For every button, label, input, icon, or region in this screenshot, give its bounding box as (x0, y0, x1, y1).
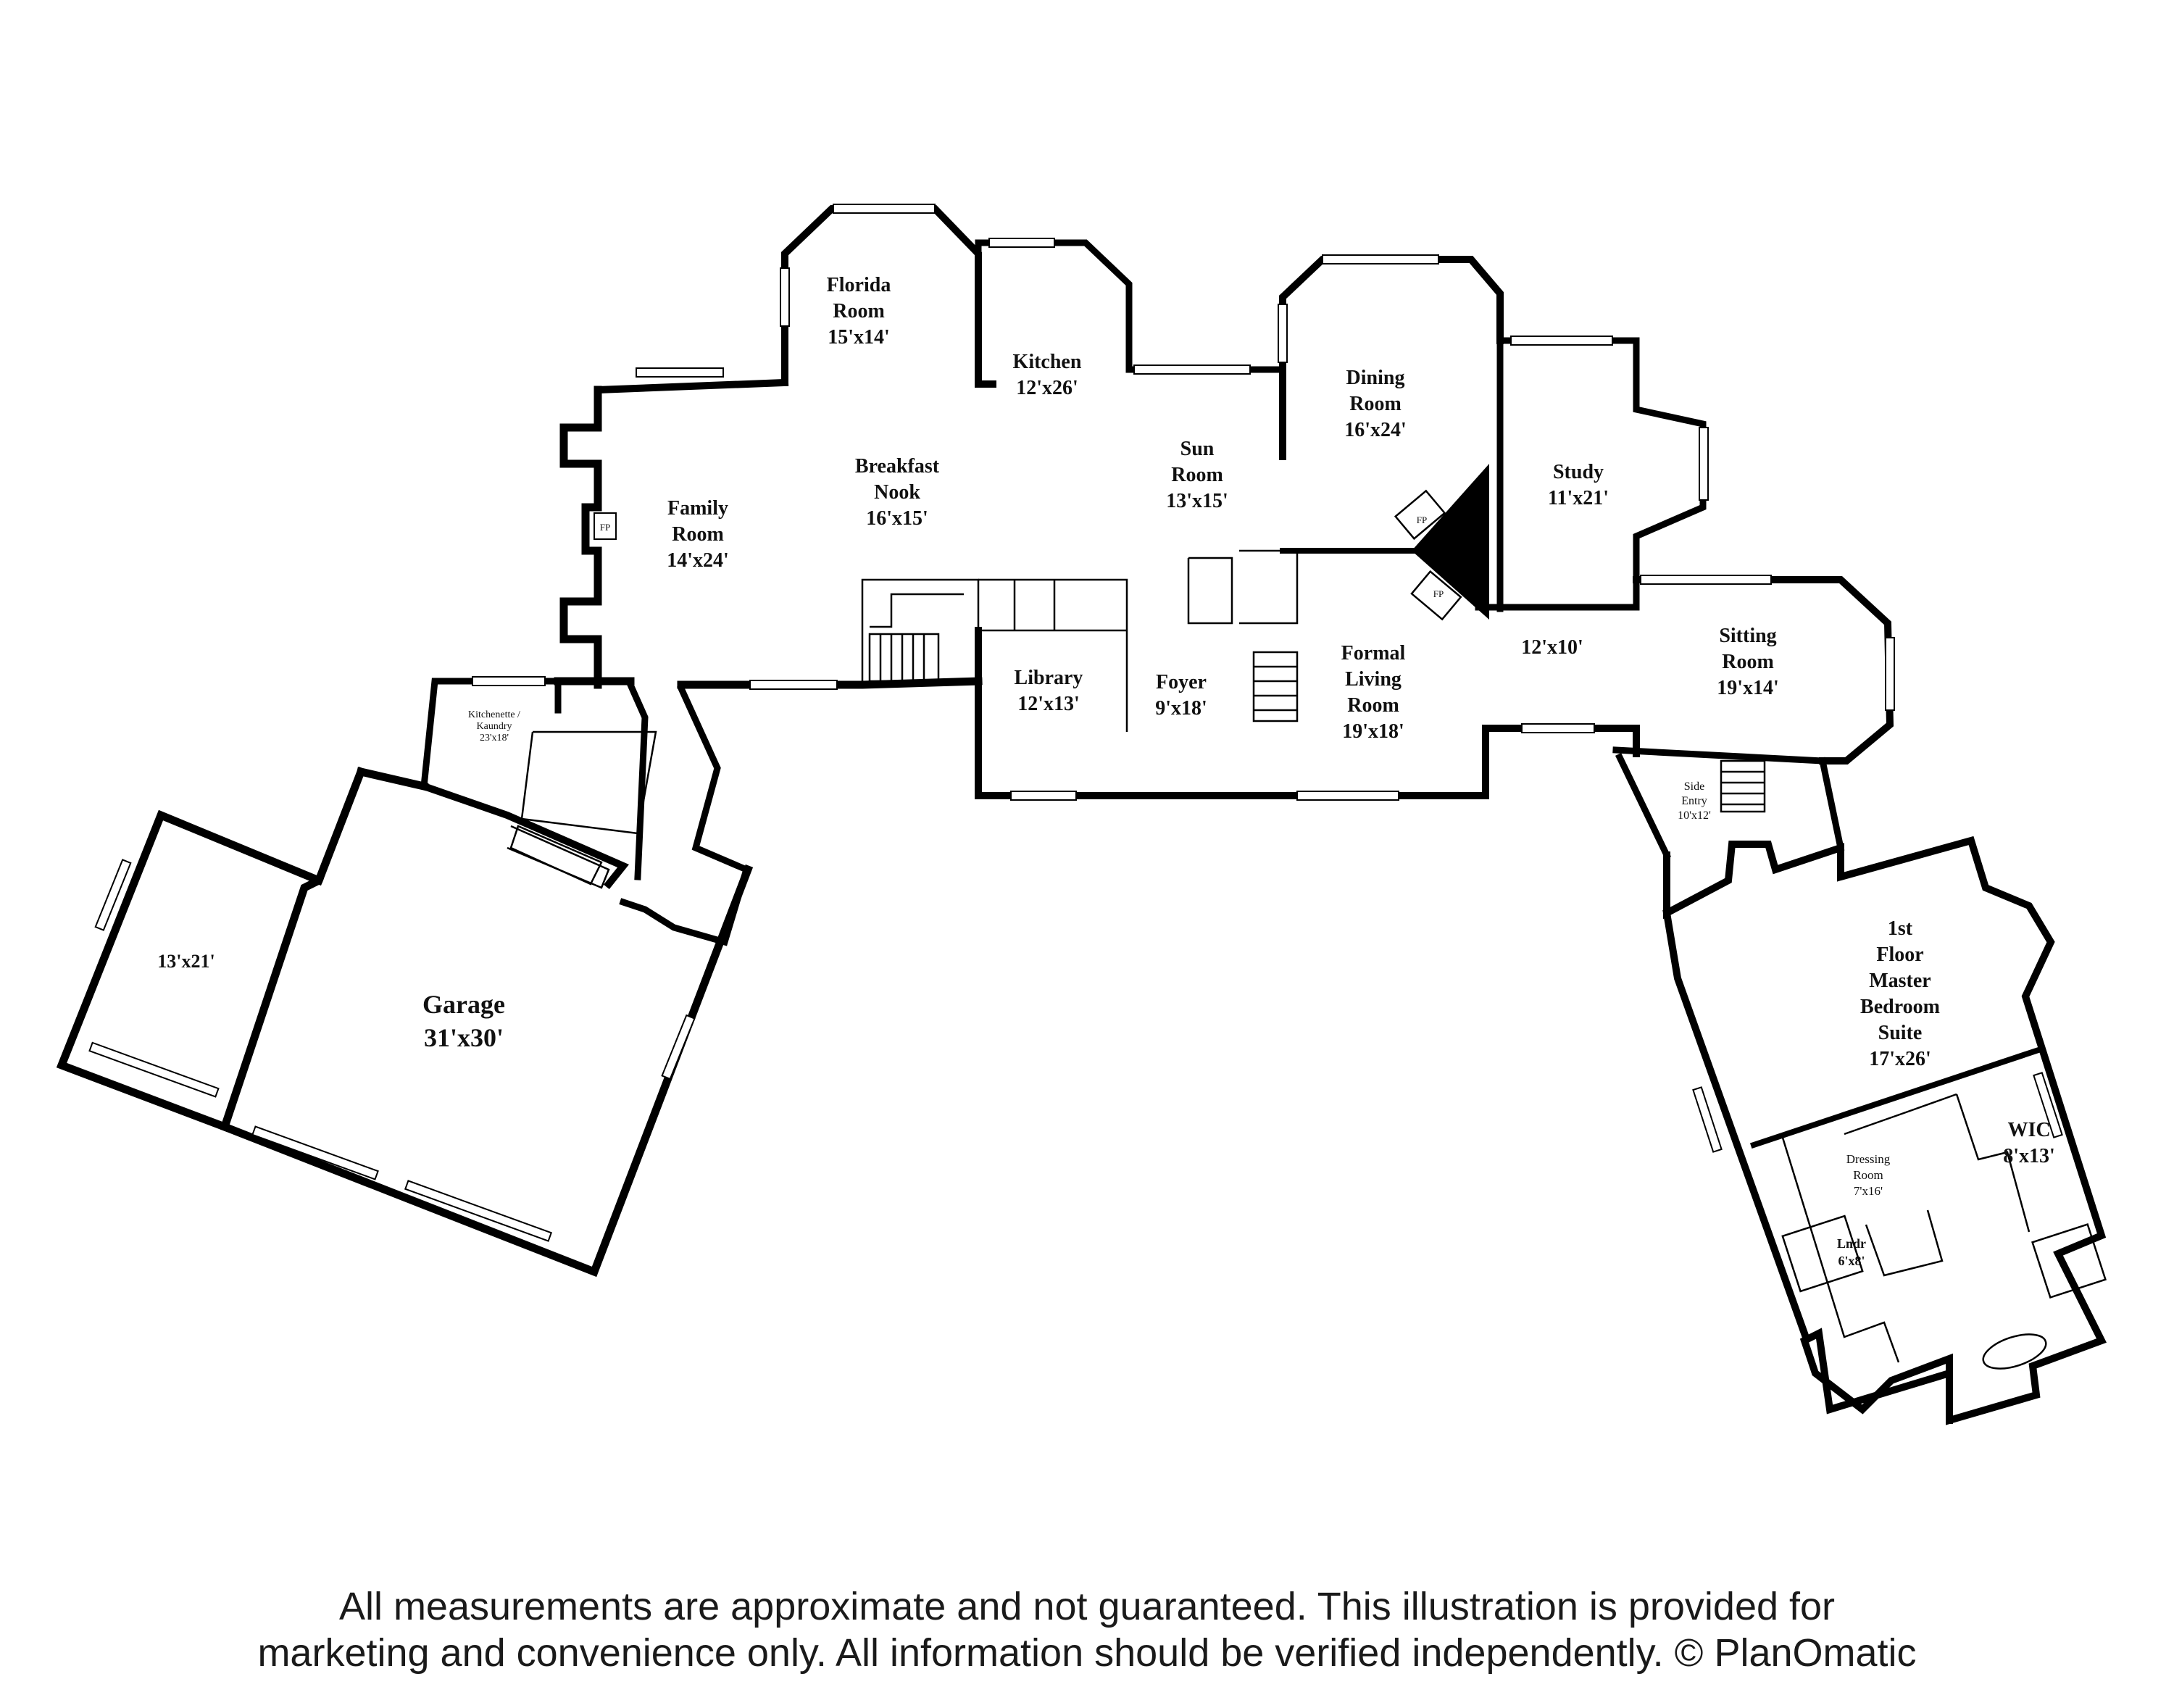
foyer-label: Foyer (1156, 671, 1207, 693)
sitting-room-label: Sitting (1719, 625, 1776, 647)
wic-label: WIC (2007, 1119, 2050, 1141)
dining-room-name-2: Room (1349, 393, 1402, 415)
formal-living-room-label: Formal (1341, 642, 1406, 665)
workshop-size: 13'x21' (157, 951, 215, 972)
florida-room-name-2: Room (833, 300, 885, 322)
sitting-room-size: 19'x14' (1717, 677, 1779, 699)
master-suite-name-2: Floor (1876, 943, 1923, 966)
side-entry-label: Side (1684, 780, 1704, 793)
breakfast-nook-name-2: Nook (874, 481, 920, 504)
study-label: Study (1553, 461, 1604, 483)
side-entry-name-2: Entry (1681, 795, 1707, 807)
library-label: Library (1015, 667, 1083, 689)
side-entry-size: 10'x12' (1678, 809, 1711, 822)
stairs (509, 633, 1766, 886)
garage-label: Garage (422, 990, 505, 1019)
family-room-fireplace-label: FP (600, 522, 610, 533)
dining-room-size: 16'x24' (1344, 419, 1407, 441)
study-fireplace-label-1: FP (1417, 515, 1427, 525)
laundry-size: 6'x8' (1838, 1254, 1865, 1268)
dressing-room-label: Dressing (1846, 1152, 1891, 1166)
kitchenette-size: 23'x18' (480, 733, 509, 743)
florida-room-size: 15'x14' (828, 326, 890, 349)
sun-room-label: Sun (1180, 438, 1215, 460)
master-suite-size: 17'x26' (1869, 1048, 1931, 1070)
kitchen-size: 12'x26' (1016, 377, 1078, 399)
garage-size: 31'x30' (424, 1023, 504, 1052)
master-suite-name-3: Master (1869, 970, 1931, 992)
study-fireplace-label-2: FP (1433, 588, 1444, 599)
kitchenette-label: Kitchenette / (468, 709, 520, 720)
breakfast-nook-label: Breakfast (855, 455, 940, 478)
exterior-walls (56, 205, 2107, 1425)
family-room-size: 14'x24' (667, 549, 729, 572)
breakfast-nook-size: 16'x15' (866, 507, 928, 530)
sitting-room-name-2: Room (1722, 651, 1774, 673)
kitchenette-name-2: Kaundry (477, 721, 512, 732)
foyer-size: 9'x18' (1155, 697, 1207, 720)
disclaimer-line-2: marketing and convenience only. All info… (257, 1631, 1917, 1675)
room-labels: Florida Room 15'x14' Kitchen 12'x26' Din… (157, 274, 2055, 1268)
florida-room-label: Florida (827, 274, 891, 296)
wic-size: 8'x13' (2003, 1145, 2055, 1167)
study-size: 11'x21' (1548, 487, 1609, 509)
windows (88, 204, 2063, 1242)
hall-size: 12'x10' (1521, 636, 1583, 659)
master-suite-name-4: Bedroom (1860, 996, 1940, 1018)
master-suite-label: 1st (1888, 917, 1913, 940)
laundry-label: Lndr (1837, 1236, 1866, 1251)
dressing-room-size: 7'x16' (1854, 1184, 1883, 1198)
family-room-name-2: Room (672, 523, 724, 546)
disclaimer-line-1: All measurements are approximate and not… (338, 1585, 1836, 1628)
sun-room-size: 13'x15' (1166, 490, 1228, 512)
kitchen-label: Kitchen (1013, 351, 1082, 373)
formal-living-room-size: 19'x18' (1342, 720, 1404, 743)
formal-living-room-name-2: Living (1345, 668, 1402, 691)
formal-living-room-name-3: Room (1347, 694, 1399, 717)
disclaimer: All measurements are approximate and not… (0, 1583, 2174, 1676)
fireplace (1412, 464, 1489, 620)
dining-room-label: Dining (1346, 367, 1405, 389)
master-suite-name-5: Suite (1878, 1022, 1923, 1044)
library-size: 12'x13' (1017, 693, 1080, 715)
sun-room-name-2: Room (1171, 464, 1223, 486)
family-room-label: Family (667, 497, 728, 520)
dressing-room-name-2: Room (1853, 1168, 1883, 1182)
